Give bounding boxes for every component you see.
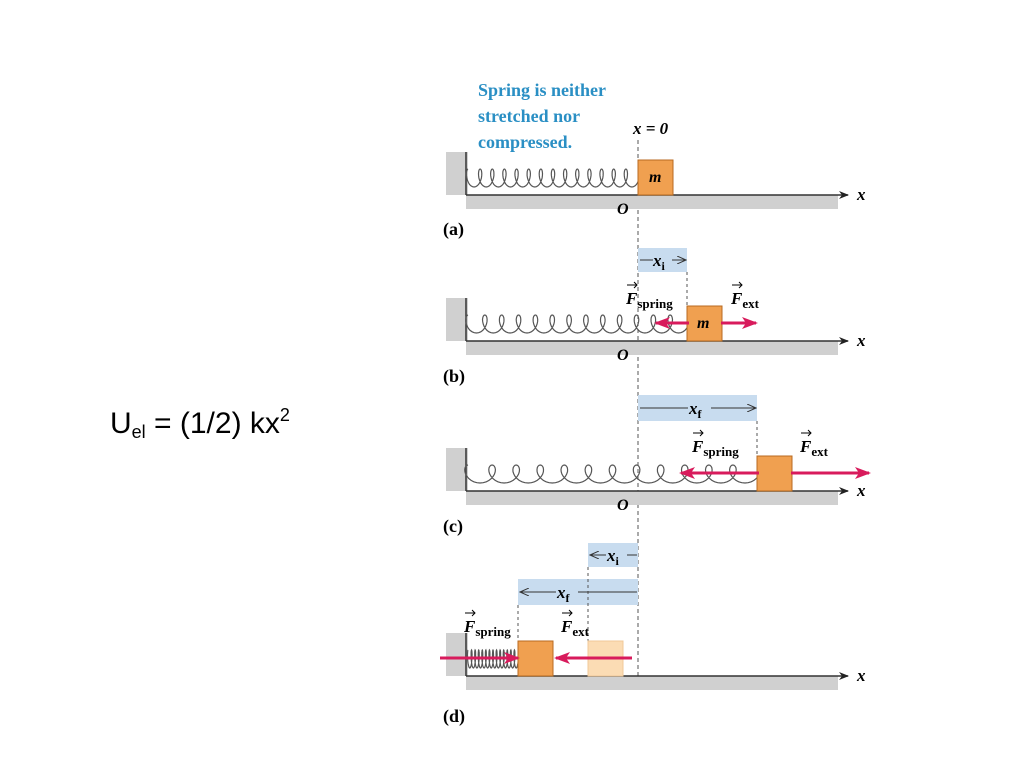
panel-label: (d) bbox=[443, 706, 465, 727]
axis-label: x bbox=[856, 666, 866, 685]
spring-force-label: Fspring bbox=[691, 437, 739, 459]
origin-label: O bbox=[617, 497, 629, 514]
formula-lhs: U bbox=[110, 407, 132, 440]
mass-label: m bbox=[697, 315, 709, 332]
panel-a: Spring is neither stretched nor compress… bbox=[443, 80, 866, 240]
displacement-label: xf bbox=[688, 399, 703, 421]
displacement-label: xi bbox=[652, 251, 666, 273]
caption-line-1: Spring is neither bbox=[478, 80, 606, 100]
mass-block bbox=[637, 159, 674, 196]
initial-displacement-label: xi bbox=[606, 546, 620, 568]
panel-label: (b) bbox=[443, 366, 465, 387]
ground bbox=[466, 195, 838, 209]
origin-label: O bbox=[617, 201, 629, 218]
panel-b: xi Fspring Fext m x O (b) bbox=[443, 248, 866, 387]
origin-label: O bbox=[617, 347, 629, 364]
axis-label: x bbox=[856, 185, 866, 204]
vector-arrow-icon bbox=[465, 609, 476, 617]
axis-label: x bbox=[856, 331, 866, 350]
spring-force-label: Fspring bbox=[463, 617, 511, 639]
spring-force-label: Fspring bbox=[625, 289, 673, 311]
spring-stretched bbox=[464, 464, 761, 484]
panel-label: (c) bbox=[443, 516, 463, 537]
origin-position-label: x = 0 bbox=[632, 119, 669, 138]
external-force-label: Fext bbox=[730, 289, 760, 311]
external-force-label: Fext bbox=[799, 437, 829, 459]
ground bbox=[466, 341, 838, 355]
caption-line-2: stretched nor bbox=[478, 106, 580, 126]
panel-c: xf Fspring Fext x O (c) bbox=[443, 395, 871, 537]
mass-label: m bbox=[649, 169, 661, 186]
panel-d: xi xf Fspring Fext x (d) bbox=[440, 543, 866, 727]
external-force-label: Fext bbox=[560, 617, 590, 639]
vector-arrow-icon bbox=[801, 429, 812, 437]
axis-label: x bbox=[856, 481, 866, 500]
mass-block bbox=[756, 455, 793, 492]
spring-relaxed bbox=[465, 168, 641, 188]
vector-arrow-icon bbox=[627, 281, 638, 289]
wall bbox=[446, 633, 468, 676]
vector-arrow-icon bbox=[562, 609, 573, 617]
mass-block bbox=[517, 640, 554, 677]
panel-label: (a) bbox=[443, 219, 464, 240]
ground bbox=[466, 676, 838, 690]
caption-line-3: compressed. bbox=[478, 132, 572, 152]
formula-rhs: = (1/2) kx bbox=[145, 407, 280, 440]
vector-arrow-icon bbox=[732, 281, 743, 289]
ground bbox=[466, 491, 838, 505]
wall bbox=[446, 152, 468, 195]
elastic-energy-formula: Uel = (1/2) kx2 bbox=[110, 405, 290, 443]
mass-block bbox=[686, 305, 723, 342]
spring-stretched bbox=[465, 314, 690, 334]
wall bbox=[446, 298, 468, 341]
wall bbox=[446, 448, 468, 491]
vector-arrow-icon bbox=[693, 429, 704, 437]
formula-exponent: 2 bbox=[279, 405, 290, 425]
formula-lhs-subscript: el bbox=[131, 422, 146, 442]
final-displacement-label: xf bbox=[556, 583, 571, 605]
